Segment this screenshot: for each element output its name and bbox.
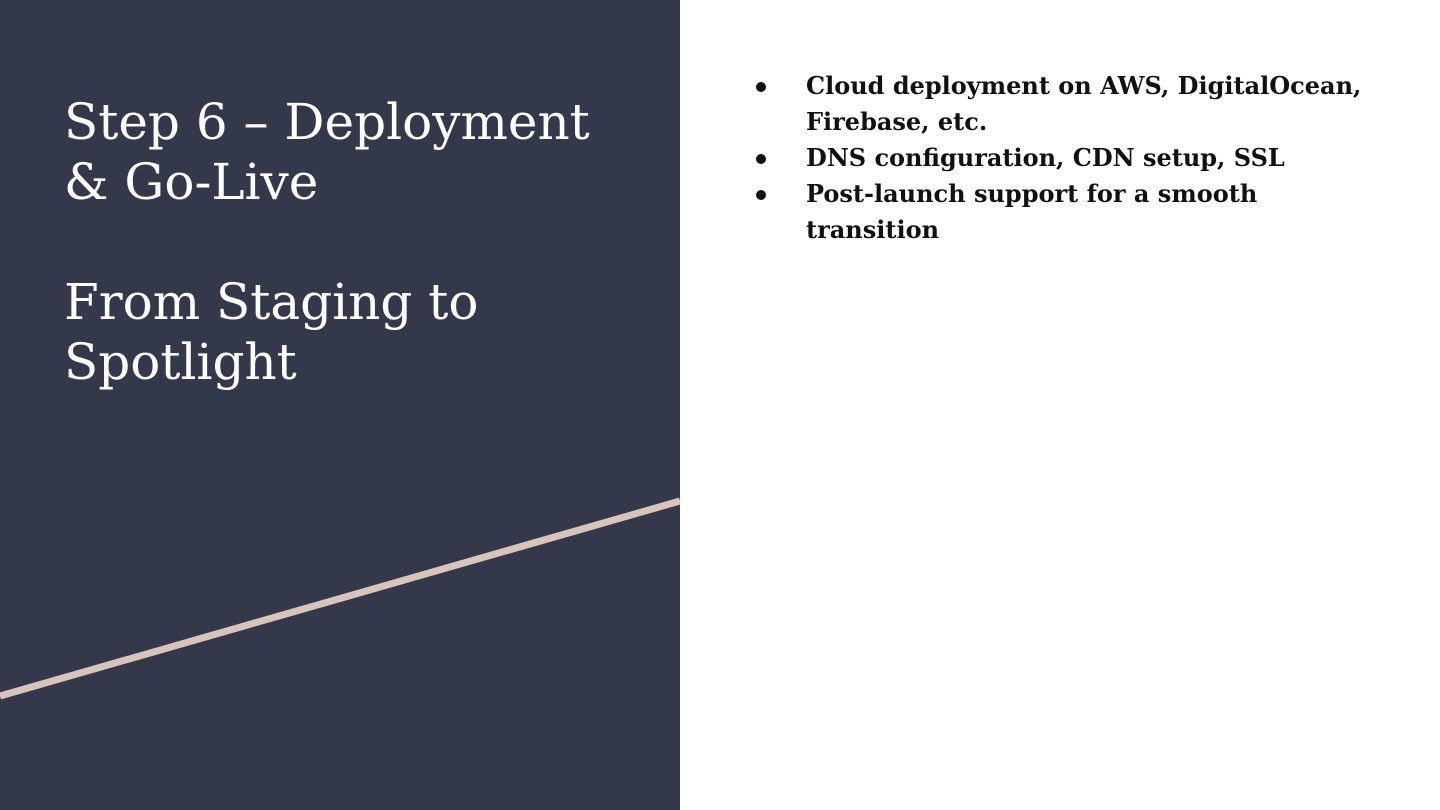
- content-panel: [680, 0, 1440, 810]
- subtitle-line: Spotlight: [64, 333, 297, 391]
- title-line: & Go-Live: [64, 153, 319, 211]
- slide-title: Step 6 – Deployment & Go-Live From Stagi…: [64, 92, 654, 392]
- subtitle-line: From Staging to: [64, 273, 479, 331]
- bullet-list: Cloud deployment on AWS, DigitalOcean, F…: [752, 68, 1372, 248]
- bullet-item: Post-launch support for a smooth transit…: [752, 176, 1372, 248]
- bullet-text: Post-launch support for a smooth transit…: [806, 179, 1258, 244]
- bullet-item: DNS configuration, CDN setup, SSL: [752, 140, 1372, 176]
- diagonal-accent-line: [0, 497, 680, 700]
- bullet-item: Cloud deployment on AWS, DigitalOcean, F…: [752, 68, 1372, 140]
- bullet-icon: [756, 190, 766, 200]
- bullet-text: DNS configuration, CDN setup, SSL: [806, 143, 1285, 172]
- title-panel: Step 6 – Deployment & Go-Live From Stagi…: [0, 0, 680, 810]
- bullet-text: Cloud deployment on AWS, DigitalOcean, F…: [806, 71, 1362, 136]
- title-line: Step 6 – Deployment: [64, 93, 590, 151]
- bullet-icon: [756, 154, 766, 164]
- bullet-icon: [756, 82, 766, 92]
